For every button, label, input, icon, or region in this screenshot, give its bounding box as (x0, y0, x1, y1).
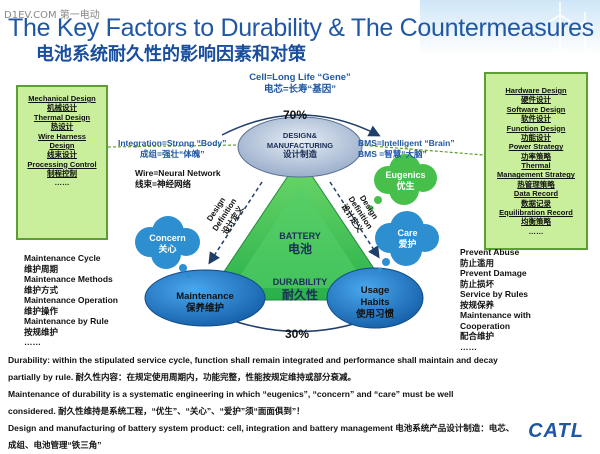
design-node (237, 116, 363, 178)
left-box-item: Wire Harness (38, 131, 86, 141)
right-box-item: Function Design (506, 123, 566, 133)
right-box-item: Hardware Design (505, 86, 567, 95)
bottom-line-2: partially by rule. 耐久性内容：在规定使用周期内，功能完整，性… (8, 372, 357, 382)
watermark: D1EV.COM 第一电动 (4, 10, 100, 21)
right-box-item: 数据记录 (521, 198, 551, 208)
cloud-eugenics-label: Eugenics 优生 (385, 170, 426, 191)
right-box-item: Thermal (521, 161, 551, 170)
arrow-design-to-maintenance (208, 181, 263, 265)
usage-node-label: Usage Habits 使用习惯 (355, 285, 394, 320)
arrow-design-to-usage (329, 181, 380, 259)
maintenance-list-item: 按规维护 (24, 326, 59, 337)
integration-label: Integration=Strong “Body” 成组=强壮“体魄” (118, 138, 227, 159)
maintenance-node-label: Maintenance 保养维护 (176, 291, 234, 314)
cloud-care (375, 211, 439, 273)
usage-list-item: 按规保养 (460, 299, 495, 310)
bottom-description: Durability: within the stipulated servic… (8, 352, 588, 454)
left-box-item: Thermal Design (33, 112, 91, 122)
pct-top: 70% (283, 108, 308, 122)
usage-node (326, 267, 424, 329)
maintenance-list-item: 维护操作 (24, 305, 59, 316)
page-subtitle: 电池系统耐久性的影响因素和对策 (36, 44, 306, 64)
left-box-item: Processing Control (27, 159, 97, 169)
right-box-item: 热管理策略 (517, 179, 555, 189)
bottom-line-6: 成组、电池管理“铁三角” (8, 440, 102, 450)
arc-top (221, 114, 381, 137)
usage-list-item: Maintenance with (460, 310, 531, 320)
maintenance-node (144, 269, 266, 327)
cloud-concern-label: Concern 关心 (149, 233, 186, 254)
connector-left-box (107, 144, 241, 148)
wind-turbine-icon (548, 2, 595, 55)
right-box-item: Equilibration Record (499, 207, 573, 217)
usage-list-item: Cooperation (460, 320, 511, 331)
header-decoration (420, 0, 600, 55)
maintenance-list-item: Maintenance Operation (24, 295, 118, 305)
maintenance-list-item: Maintenance by Rule (24, 316, 109, 326)
usage-list-item: Prevent Damage (460, 268, 527, 278)
maintenance-list-item: Maintenance Methods (24, 274, 113, 284)
usage-list-item: Service by Rules (460, 289, 529, 299)
left-box-item: …… (54, 178, 70, 188)
right-box-item: …… (528, 226, 544, 236)
left-box-item: 机械设计 (47, 103, 77, 113)
cloud-concern (135, 216, 200, 279)
wire-label: Wire=Neural Network 线束=神经网络 (135, 168, 221, 189)
right-box-item: 功能设计 (521, 132, 551, 142)
usage-list-item: 防止滥用 (460, 257, 495, 268)
usage-list-item: Prevent Abuse (460, 247, 520, 257)
maintenance-list-item: Maintenance Cycle (24, 253, 101, 263)
right-box-item: 硬件设计 (521, 95, 551, 105)
usage-list-item: …… (460, 341, 477, 352)
right-box-item: 功率策略 (521, 151, 551, 161)
right-box-item: Data Record (513, 189, 559, 199)
cell-life-label: Cell=Long Life “Gene” 电芯=长寿“基因” (249, 72, 351, 95)
right-box-item: Power Strategy (508, 142, 564, 152)
page-title: The Key Factors to Durability & The Coun… (8, 14, 594, 42)
right-box-item: Management Strategy (497, 170, 575, 180)
center-battery: BATTERY 电池 (279, 231, 321, 256)
bottom-line-3: Maintenance of durability is a systemati… (8, 389, 454, 399)
usage-list-item: 防止损坏 (460, 278, 495, 289)
bottom-line-4: considered. 耐久性维持是系统工程，“优生”、“关心”、“爱护”须“面… (8, 406, 305, 416)
right-box-item: 均衡策略 (521, 217, 551, 227)
left-box-item: 制程控制 (47, 169, 77, 178)
right-box-item: 软件设计 (521, 114, 551, 124)
cloud-care-label: Care 爱护 (397, 228, 418, 249)
cloud-eugenics (368, 154, 437, 211)
left-box-item: Mechanical Design (28, 94, 96, 103)
bottom-line-5: Design and manufacturing of battery syst… (8, 423, 515, 433)
design-node-label: DESIGN& MANUFACTURING 设计制造 (266, 131, 334, 159)
maintenance-list-item: 维护周期 (24, 263, 59, 274)
bms-label: BMS=Intelligent “Brain” BMS =智慧“大脑” (358, 138, 455, 159)
maintenance-list-item: 维护方式 (24, 284, 59, 295)
left-box-item: 线束设计 (47, 150, 77, 160)
connector-right-box (359, 144, 485, 156)
pct-bottom: 30% (285, 327, 310, 341)
left-box-item: 热设计 (50, 122, 74, 132)
bottom-line-1: Durability: within the stipulated servic… (8, 355, 498, 365)
right-box-item: Software Design (506, 104, 566, 114)
center-durability: DURABILITY 耐久性 (272, 277, 328, 302)
usage-list-item: 配合维护 (460, 331, 495, 341)
maintenance-list-item: …… (24, 337, 41, 347)
left-box-item: Design (49, 140, 75, 150)
catl-logo: CATL (520, 418, 592, 444)
